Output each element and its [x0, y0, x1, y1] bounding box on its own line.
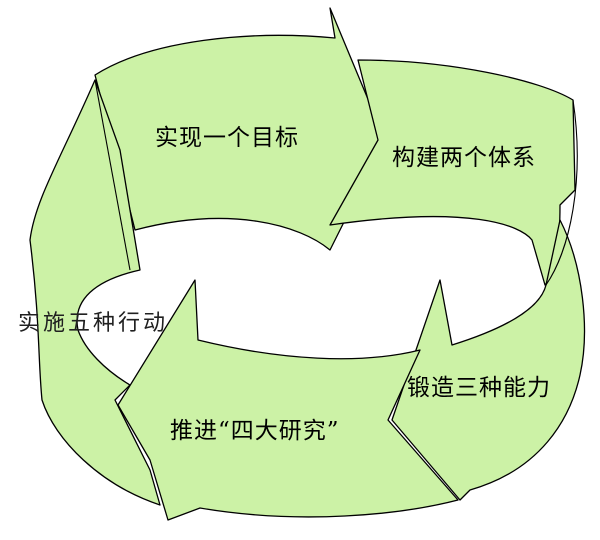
ribbon-fold-left: [94, 79, 131, 271]
label-segment-5: 实施五种行动: [18, 311, 168, 336]
arrow-segment-3: [391, 219, 586, 501]
arrow-segment-5: [29, 79, 161, 506]
label-segment-4: 推进“四大研究”: [170, 418, 340, 444]
label-segment-3: 锻造三种能力: [407, 375, 551, 401]
label-segment-2: 构建两个体系: [392, 145, 536, 171]
arrow-segment-2: [329, 59, 576, 286]
ribbon-fold-right: [545, 99, 578, 286]
label-segment-1: 实现一个目标: [155, 125, 299, 151]
